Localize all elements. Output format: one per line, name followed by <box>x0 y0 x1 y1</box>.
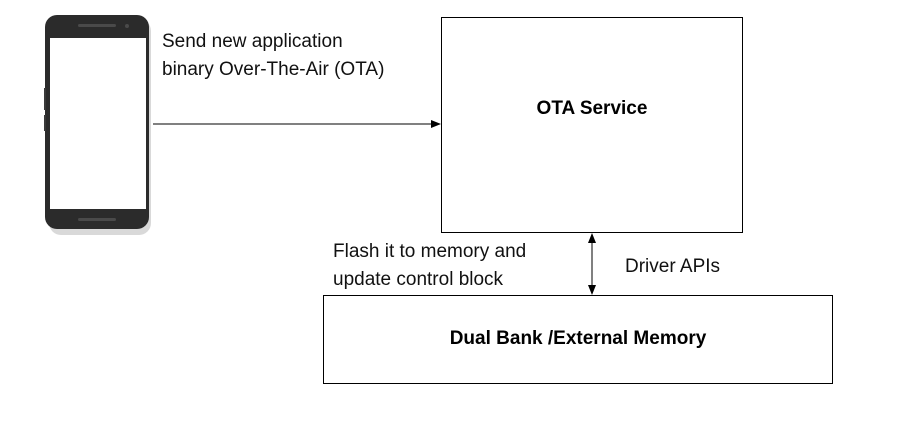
phone-home-bar <box>78 218 116 221</box>
memory-box: Dual Bank /External Memory <box>323 295 833 384</box>
send-label: Send new application binary Over-The-Air… <box>162 28 384 84</box>
ota-service-box: OTA Service <box>441 17 743 233</box>
send-label-line1: Send new application <box>162 31 343 52</box>
smartphone-icon <box>44 15 151 235</box>
phone-side-button <box>44 88 46 110</box>
memory-title: Dual Bank /External Memory <box>449 327 707 349</box>
phone-speaker <box>78 24 116 27</box>
ota-service-title: OTA Service <box>536 98 648 119</box>
flash-label-line1: Flash it to memory and <box>333 241 527 262</box>
phone-side-button <box>44 115 46 131</box>
flash-label-line2: update control block <box>333 269 504 290</box>
send-label-line2: binary Over-The-Air (OTA) <box>162 59 385 80</box>
driver-apis-label: Driver APIs <box>625 256 721 277</box>
phone-camera <box>125 24 129 28</box>
phone-screen <box>50 38 146 209</box>
flash-label: Flash it to memory and update control bl… <box>333 238 526 294</box>
